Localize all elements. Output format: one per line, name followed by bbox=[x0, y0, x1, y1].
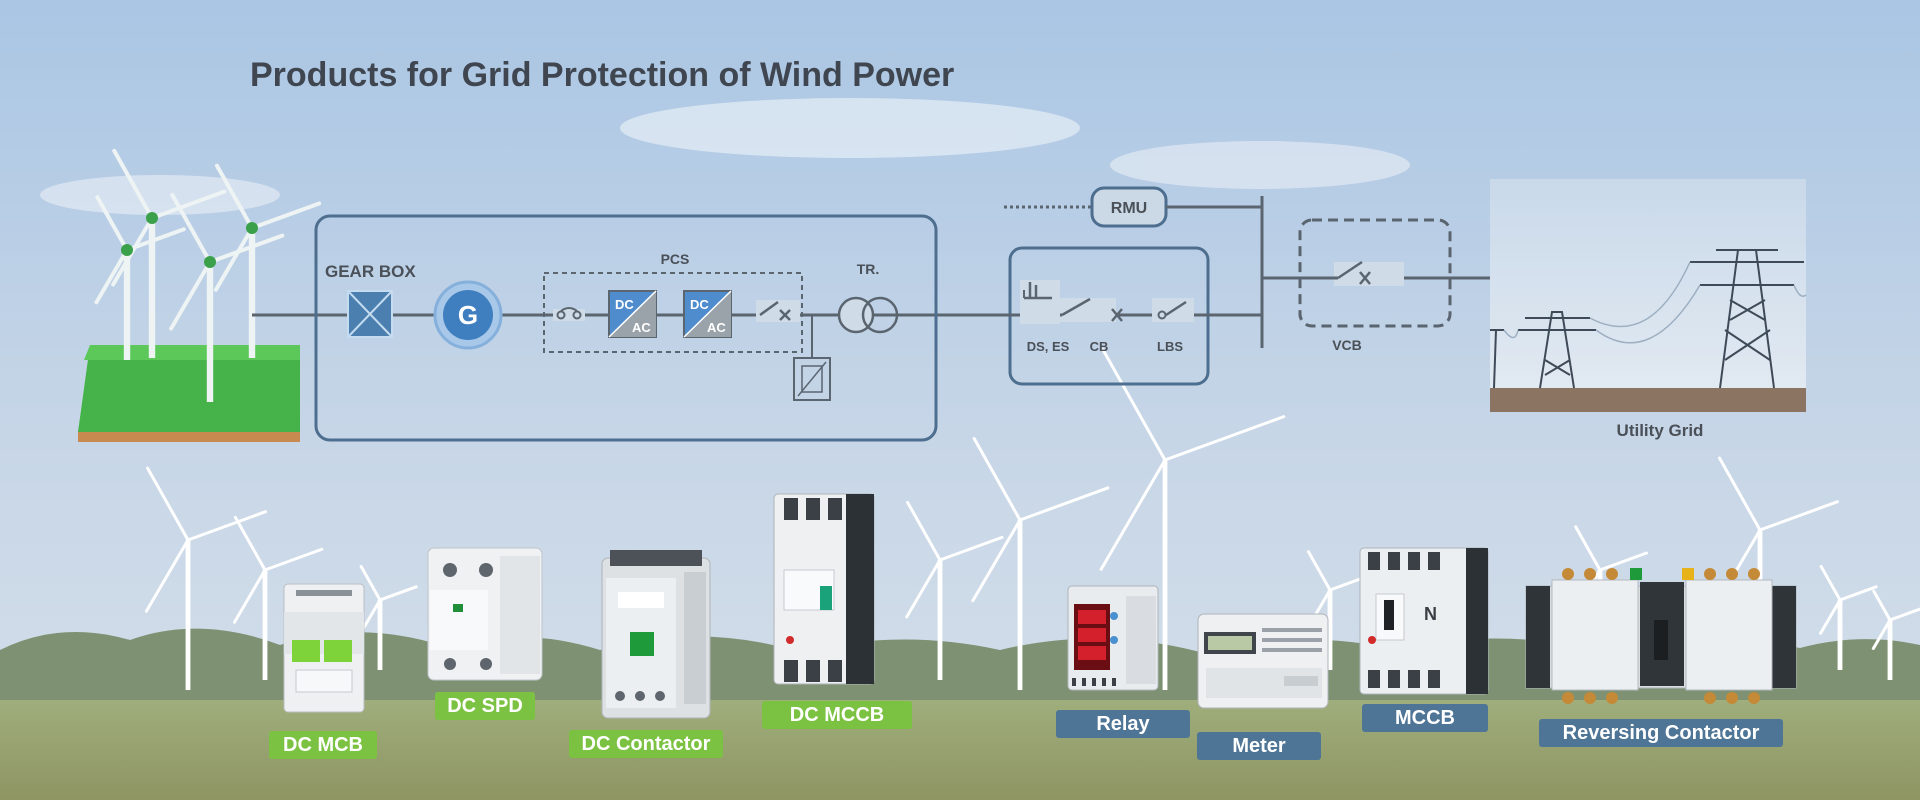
label-reversing-contactor[interactable]: Reversing Contactor bbox=[1539, 719, 1783, 747]
turbine-icon bbox=[94, 195, 186, 360]
converter-1-bottom: AC bbox=[632, 320, 651, 335]
cb-label: CB bbox=[1090, 339, 1109, 354]
label-dc-spd[interactable]: DC SPD bbox=[435, 692, 535, 720]
turbine-icon bbox=[213, 163, 322, 358]
ds-es-label: DS, ES bbox=[1027, 339, 1070, 354]
transformer-label: TR. bbox=[857, 261, 880, 277]
vcb-label: VCB bbox=[1332, 337, 1362, 353]
product-meter[interactable] bbox=[1197, 613, 1329, 709]
clouds bbox=[40, 98, 1410, 215]
fuse-icon bbox=[553, 307, 585, 321]
converter-1-top: DC bbox=[615, 297, 634, 312]
generator-icon: G bbox=[433, 280, 503, 350]
cb-switch-icon bbox=[1060, 297, 1123, 322]
lbs-label: LBS bbox=[1157, 339, 1183, 354]
page-title: Products for Grid Protection of Wind Pow… bbox=[250, 56, 954, 94]
pcs-label: PCS bbox=[661, 251, 690, 267]
background-turbines bbox=[144, 348, 1920, 690]
utility-grid-photo bbox=[1490, 179, 1807, 412]
label-dc-mccb[interactable]: DC MCCB bbox=[762, 701, 912, 729]
ds-es-switch-icon bbox=[1020, 280, 1060, 324]
label-meter[interactable]: Meter bbox=[1197, 732, 1321, 760]
wind-turbines bbox=[94, 148, 322, 402]
product-dc-spd[interactable] bbox=[427, 547, 543, 681]
wind-farm-icon bbox=[78, 345, 300, 442]
utility-grid-label: Utility Grid bbox=[1617, 421, 1704, 440]
product-dc-mccb[interactable] bbox=[773, 493, 875, 685]
converter-2-top: DC bbox=[690, 297, 709, 312]
turbine-icon bbox=[232, 515, 324, 680]
crowbar-resistor-icon bbox=[793, 315, 831, 401]
label-dc-mcb[interactable]: DC MCB bbox=[269, 731, 377, 759]
pcs-box bbox=[543, 272, 803, 353]
turbine-icon bbox=[971, 437, 1110, 690]
dc-ac-converter-1: DC AC bbox=[608, 290, 657, 338]
generator-symbol: G bbox=[458, 300, 478, 330]
label-mccb[interactable]: MCCB bbox=[1362, 704, 1488, 732]
turbine-icon bbox=[169, 192, 285, 402]
label-relay[interactable]: Relay bbox=[1056, 710, 1190, 738]
dc-ac-converter-2: DC AC bbox=[683, 290, 732, 338]
turbine-icon bbox=[905, 500, 1004, 680]
turbine-system-box bbox=[314, 214, 938, 442]
product-dc-mcb[interactable] bbox=[283, 583, 365, 713]
gearbox-label: GEAR BOX bbox=[325, 262, 416, 281]
mccb-marking: N bbox=[1424, 604, 1437, 624]
product-dc-contactor[interactable] bbox=[601, 550, 711, 719]
label-dc-contactor[interactable]: DC Contactor bbox=[569, 730, 723, 758]
transformer-icon bbox=[837, 296, 899, 334]
vcb-switch-icon bbox=[1334, 260, 1404, 286]
turbine-icon bbox=[144, 466, 267, 690]
product-mccb[interactable]: N bbox=[1359, 547, 1489, 695]
turbine-icon bbox=[1871, 589, 1920, 680]
pcs-breaker-icon bbox=[756, 300, 800, 322]
gearbox-icon bbox=[347, 290, 393, 338]
vcb-dashed-box bbox=[1298, 218, 1452, 328]
product-relay[interactable] bbox=[1067, 585, 1159, 691]
product-reversing-contactor[interactable] bbox=[1525, 568, 1797, 704]
lbs-switch-icon bbox=[1152, 298, 1194, 322]
rmu-label: RMU bbox=[1111, 200, 1147, 217]
converter-2-bottom: AC bbox=[707, 320, 726, 335]
turbine-icon bbox=[1819, 564, 1878, 670]
turbine-icon bbox=[1099, 348, 1286, 690]
